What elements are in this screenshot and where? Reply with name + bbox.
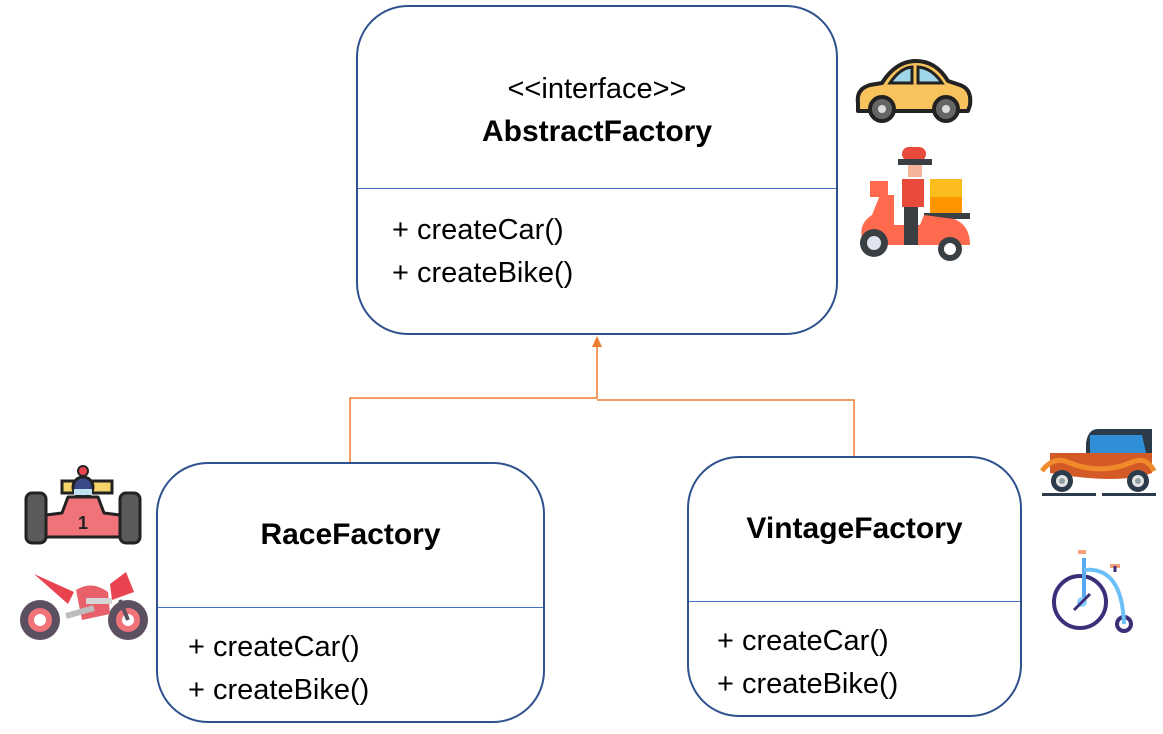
method-create-bike: + createBike() bbox=[717, 668, 899, 700]
arrowhead bbox=[592, 336, 602, 347]
compartment-divider bbox=[358, 188, 836, 189]
compartment-divider bbox=[158, 607, 543, 608]
class-name: AbstractFactory bbox=[481, 115, 713, 148]
method-list: + createCar() + createBike() bbox=[717, 620, 898, 706]
class-box-vintage-factory[interactable]: VintageFactory + createCar() + createBik… bbox=[687, 456, 1022, 717]
method-create-bike: + createBike() bbox=[188, 674, 370, 706]
sport-motorcycle-icon bbox=[20, 572, 148, 640]
class-name: RaceFactory bbox=[260, 518, 441, 551]
class-name: VintageFactory bbox=[746, 512, 963, 545]
compartment-divider bbox=[689, 601, 1020, 602]
method-list: + createCar() + createBike() bbox=[392, 209, 573, 295]
vintage-car-icon bbox=[1040, 429, 1157, 496]
method-create-car: + createCar() bbox=[392, 214, 564, 246]
class-box-abstract-factory[interactable]: <<interface>> AbstractFactory + createCa… bbox=[356, 5, 838, 335]
race-car-icon: 1 bbox=[24, 465, 142, 545]
method-create-car: + createCar() bbox=[717, 625, 889, 657]
connector-race-to-abstract bbox=[349, 345, 598, 462]
car-icon bbox=[855, 59, 973, 123]
penny-farthing-bicycle-icon bbox=[1052, 550, 1133, 633]
connector-vintage-to-abstract bbox=[597, 399, 855, 456]
method-create-bike: + createBike() bbox=[392, 257, 574, 289]
method-list: + createCar() + createBike() bbox=[188, 626, 369, 712]
method-create-car: + createCar() bbox=[188, 631, 360, 663]
delivery-scooter-icon bbox=[860, 147, 970, 261]
svg-text:1: 1 bbox=[78, 513, 88, 533]
class-box-race-factory[interactable]: RaceFactory + createCar() + createBike() bbox=[156, 462, 545, 723]
stereotype-label: <<interface>> bbox=[507, 73, 687, 105]
